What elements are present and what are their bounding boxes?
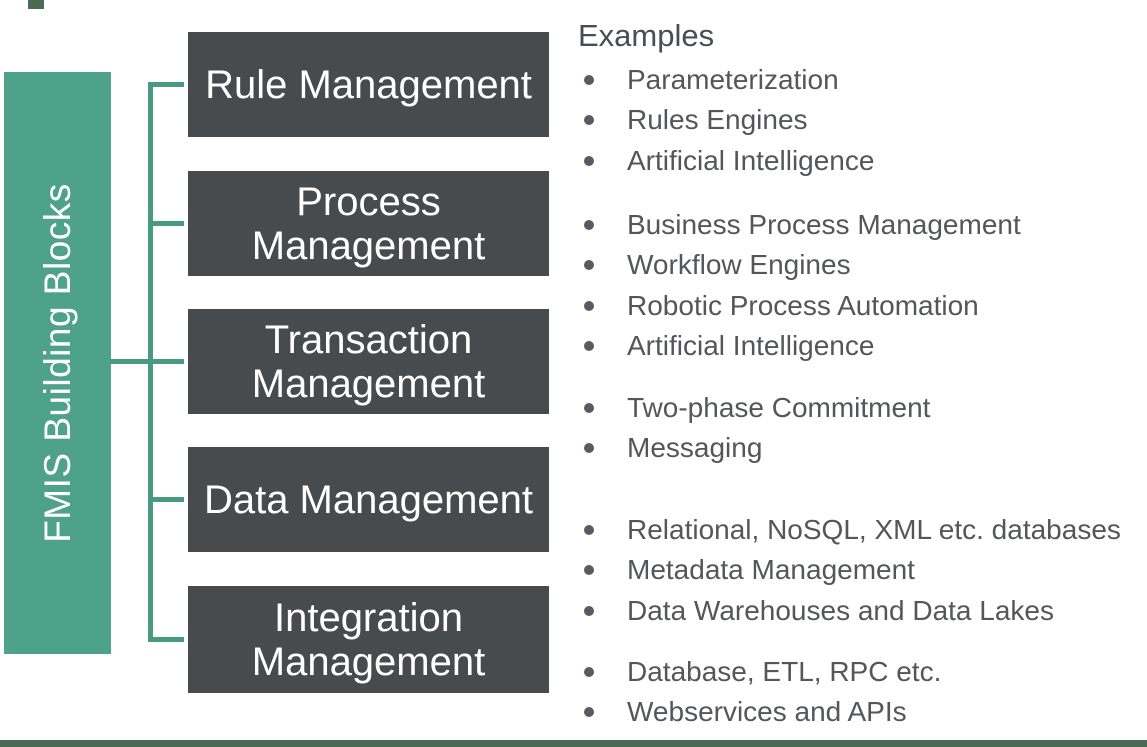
example-item-label: Workflow Engines <box>627 249 851 281</box>
example-item-label: Webservices and APIs <box>627 696 907 728</box>
connector-branch-data <box>148 497 186 502</box>
bullet-icon <box>584 341 594 352</box>
bullet-icon <box>584 300 594 311</box>
example-item-label: Business Process Management <box>627 209 1021 241</box>
block-data-management: Data Management <box>184 443 553 556</box>
block-transaction-management: Transaction Management <box>184 305 553 418</box>
example-item: Metadata Management <box>578 550 1147 590</box>
example-item: Artificial Intelligence <box>578 141 1147 181</box>
block-integration-management: Integration Management <box>184 582 553 697</box>
example-item: Artificial Intelligence <box>578 326 1147 366</box>
example-item: Parameterization <box>578 60 1147 100</box>
block-label: Transaction Management <box>251 317 486 406</box>
example-item: Rules Engines <box>578 100 1147 140</box>
example-item-label: Two-phase Commitment <box>627 392 931 424</box>
block-label: Integration Management <box>251 595 486 684</box>
example-item-label: Artificial Intelligence <box>627 330 875 362</box>
sidebar-fmis-building-blocks: FMIS Building Blocks <box>0 68 115 658</box>
bullet-icon <box>584 260 594 271</box>
bottom-edge-strip <box>0 740 1147 747</box>
example-item: Two-phase Commitment <box>578 388 1147 428</box>
block-label: Rule Management <box>205 62 532 107</box>
bullet-icon <box>584 220 594 231</box>
bullet-icon <box>584 443 594 454</box>
bullet-icon <box>584 667 594 678</box>
top-edge-artifact <box>28 0 44 9</box>
bullet-icon <box>584 707 594 718</box>
example-item: Business Process Management <box>578 205 1147 245</box>
sidebar-label: FMIS Building Blocks <box>36 183 78 543</box>
example-item-label: Parameterization <box>627 64 839 96</box>
connector-branch-transaction <box>110 359 186 364</box>
example-item-label: Metadata Management <box>627 554 915 586</box>
block-process-management: Process Management <box>184 167 553 280</box>
example-item: Robotic Process Automation <box>578 286 1147 326</box>
block-rule-management: Rule Management <box>184 28 553 141</box>
bullet-icon <box>584 155 594 166</box>
block-label: Data Management <box>203 477 534 522</box>
example-item: Relational, NoSQL, XML etc. databases <box>578 510 1147 550</box>
bullet-icon <box>584 403 594 414</box>
connector-branch-rule <box>148 82 186 87</box>
example-item: Database, ETL, RPC etc. <box>578 652 1147 692</box>
example-item: Workflow Engines <box>578 245 1147 285</box>
bullet-icon <box>584 525 594 536</box>
example-group-integration: Database, ETL, RPC etc. Webservices and A… <box>578 652 1147 733</box>
example-item-label: Rules Engines <box>627 104 808 136</box>
example-item: Webservices and APIs <box>578 692 1147 732</box>
bullet-icon <box>584 115 594 126</box>
example-item-label: Artificial Intelligence <box>627 144 875 176</box>
bullet-icon <box>584 565 594 576</box>
connector-branch-integration <box>148 637 186 642</box>
example-item: Data Warehouses and Data Lakes <box>578 591 1147 631</box>
example-item-label: Messaging <box>627 432 763 464</box>
bullet-icon <box>584 605 594 616</box>
example-item-label: Database, ETL, RPC etc. <box>627 656 942 688</box>
example-item-label: Robotic Process Automation <box>627 289 979 321</box>
bullet-icon <box>584 75 594 86</box>
example-item-label: Data Warehouses and Data Lakes <box>627 594 1054 626</box>
example-item: Messaging <box>578 428 1147 468</box>
examples-heading: Examples <box>578 18 715 53</box>
connector-branch-process <box>148 221 186 226</box>
example-item-label: Relational, NoSQL, XML etc. databases <box>627 514 1121 546</box>
block-label: Process Management <box>251 179 486 268</box>
